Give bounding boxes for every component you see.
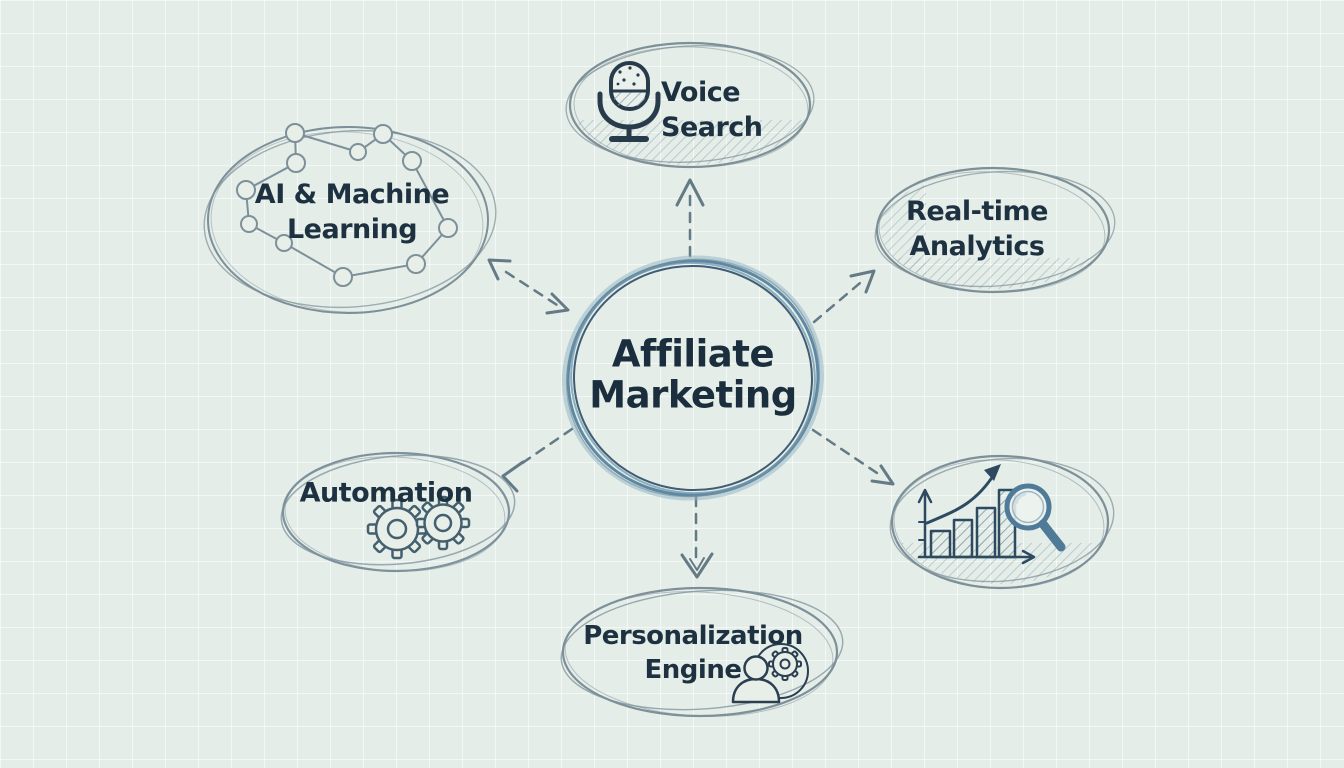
center-node-circle	[562, 255, 824, 501]
node-personalization-engine	[560, 586, 844, 718]
arrow-center-to-growth-analytics	[811, 428, 895, 486]
voice-search-label: Voice Search	[661, 76, 763, 143]
growth-analytics-ellipse	[889, 454, 1115, 590]
arrow-center-to-personalization	[680, 495, 714, 579]
arrow-center-to-real-time-analytics	[812, 269, 876, 324]
center-node-label: Affiliate Marketing	[589, 332, 797, 417]
real-time-analytics-ellipse	[874, 166, 1116, 294]
automation-label: Automation	[299, 477, 473, 509]
growth-arrow	[925, 471, 997, 525]
user-gear-gear	[768, 647, 802, 681]
node-ai-machine-learning	[203, 123, 497, 314]
real-time-analytics-label: Real-time Analytics	[906, 195, 1048, 262]
gear-small	[415, 495, 471, 551]
node-automation	[280, 451, 516, 573]
network-graph-icon	[236, 123, 458, 287]
microphone-speckles	[616, 66, 640, 86]
arrow-center-to-ai-ml	[487, 258, 570, 315]
gears-icon	[366, 495, 471, 560]
personalization-engine-label: Personalization Engine	[583, 621, 803, 685]
microphone-icon	[597, 61, 661, 142]
arrow-center-to-voice-search	[675, 178, 705, 258]
personalization-ellipse	[560, 586, 844, 718]
ai-machine-learning-label: AI & Machine Learning	[254, 178, 450, 245]
arrow-center-to-automation	[501, 427, 574, 493]
automation-ellipse	[280, 451, 516, 573]
user-gear-icon	[731, 643, 809, 704]
node-growth-analytics	[889, 454, 1115, 590]
connectors	[487, 178, 895, 579]
ai-ml-ellipse	[203, 126, 497, 314]
user-head	[743, 655, 769, 681]
magnifier-icon	[1004, 483, 1066, 552]
gear-large	[366, 498, 428, 560]
voice-search-ellipse	[565, 41, 815, 169]
